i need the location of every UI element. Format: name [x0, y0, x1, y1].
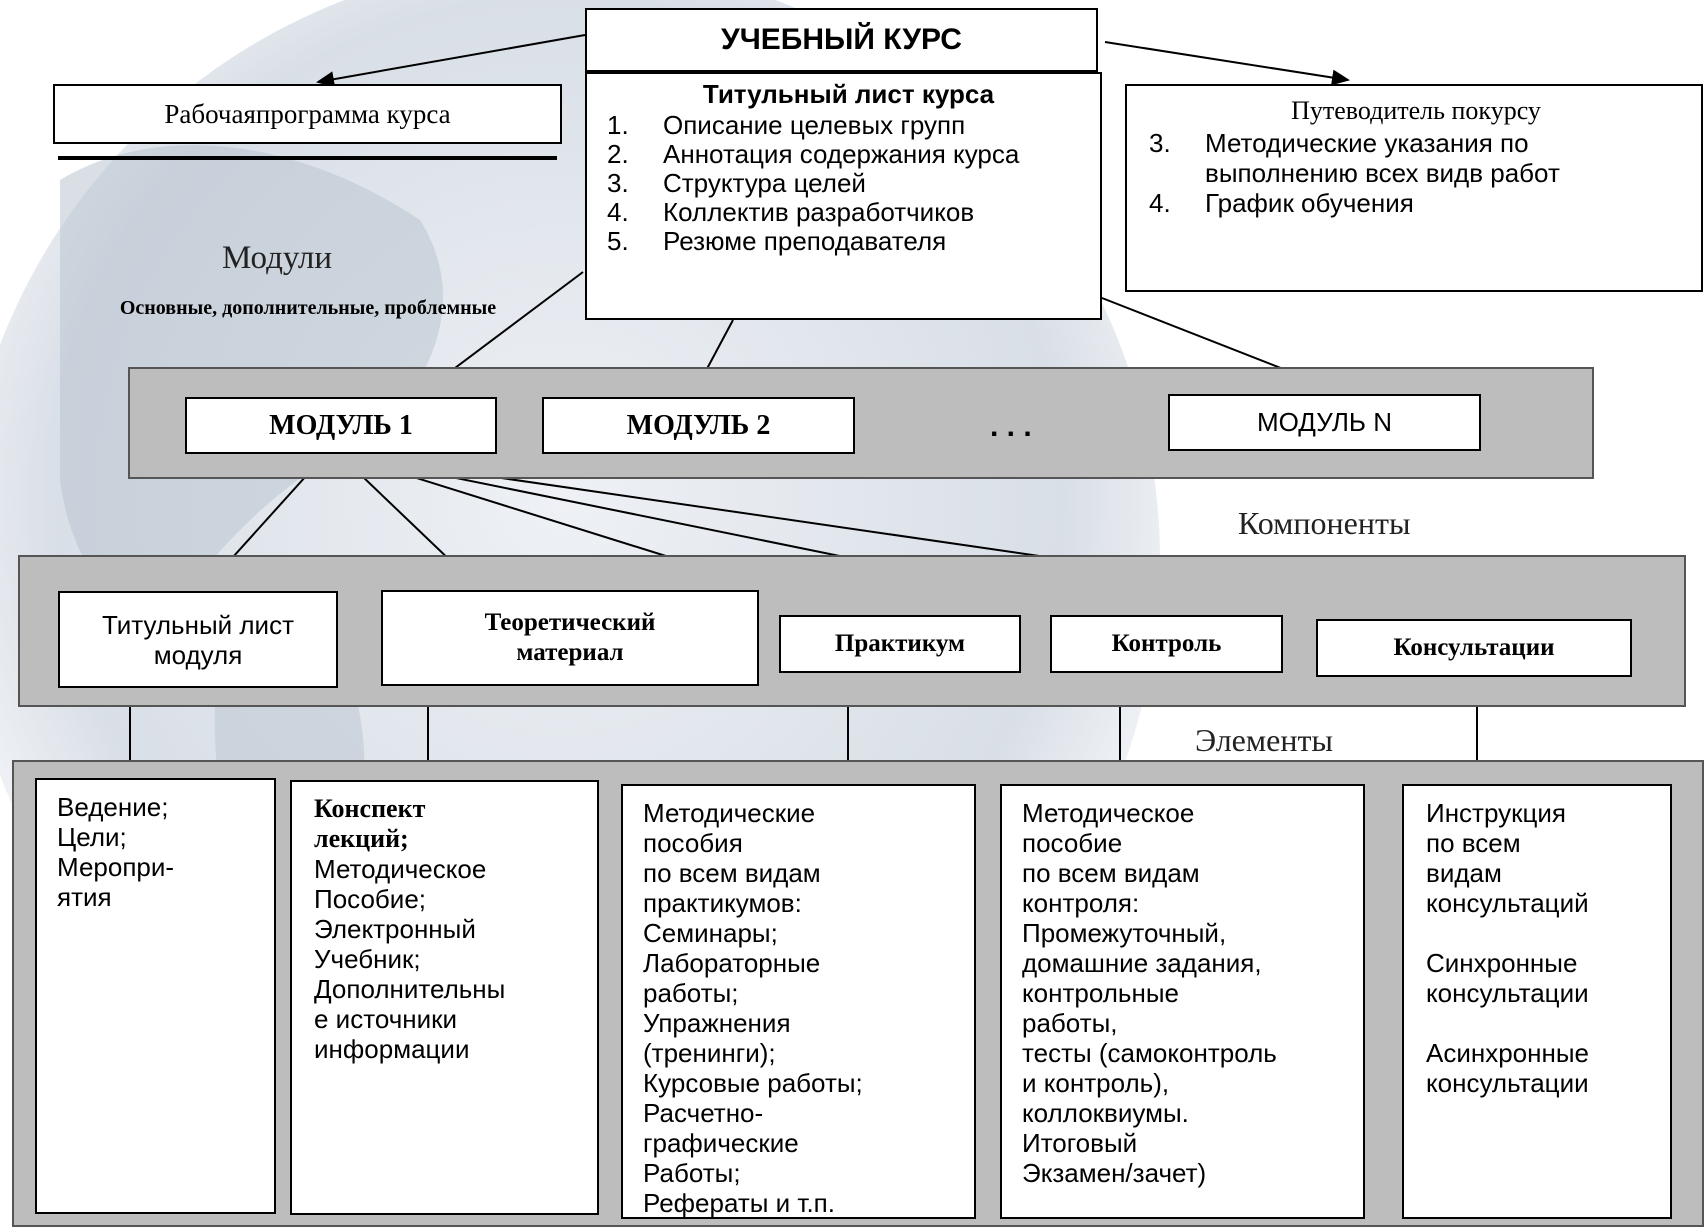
module-n-box: МОДУЛЬ N — [1168, 394, 1481, 451]
module-2-label: МОДУЛЬ 2 — [626, 409, 771, 441]
element-practicum-text: Методические пособия по всем видам практ… — [643, 798, 863, 1218]
element-theory-text: Методическое Пособие; Электронный Учебни… — [314, 854, 506, 1064]
module-2-box: МОДУЛЬ 2 — [542, 397, 855, 454]
element-theory: Конспект лекций; Методическое Пособие; Э… — [290, 780, 599, 1215]
arrow-course-to-guide — [1104, 41, 1350, 86]
element-consultations-text: Инструкция по всем видам консультаций Си… — [1426, 798, 1590, 1098]
list-item: 3.Методические указания по выполнению вс… — [1149, 128, 1560, 188]
list-item: 2.Аннотация содержания курса — [607, 139, 1020, 169]
guide-box: Путеводитель покурсу 3.Методические указ… — [1125, 84, 1703, 292]
component-theory-label: Теоретический материал — [484, 609, 656, 666]
component-practicum-label: Практикум — [834, 630, 966, 657]
title-sheet-box: Титульный лист курса 1.Описание целевых … — [585, 72, 1102, 320]
component-practicum: Практикум — [779, 615, 1021, 673]
work-program-label: Рабочаяпрограмма курса — [164, 98, 451, 129]
guide-heading: Путеводитель покурсу — [1291, 96, 1541, 125]
component-control-label: Контроль — [1111, 630, 1222, 657]
module-n-label: МОДУЛЬ N — [1257, 407, 1392, 437]
component-title-sheet: Титульный лист модуля — [58, 591, 338, 688]
modules-ellipsis: . . . — [990, 410, 1032, 443]
element-control-text: Методическое пособие по всем видам контр… — [1022, 798, 1277, 1188]
course-title: УЧЕБНЫЙ КУРС — [721, 23, 962, 56]
list-item: 3.Структура целей — [607, 168, 866, 198]
list-item: 4.Коллектив разработчиков — [607, 197, 975, 227]
course-title-box: УЧЕБНЫЙ КУРС — [585, 8, 1098, 72]
element-practicum: Методические пособия по всем видам практ… — [621, 784, 976, 1219]
title-sheet-list: 1.Описание целевых групп 2.Аннотация сод… — [607, 111, 1090, 256]
guide-list: 3.Методические указания по выполнению вс… — [1149, 128, 1683, 218]
arrow-course-to-program — [316, 34, 586, 88]
element-theory-bold: Конспект лекций; — [314, 794, 426, 853]
component-consultations-label: Консультации — [1393, 634, 1555, 661]
component-control: Контроль — [1050, 615, 1283, 673]
list-item: 1.Описание целевых групп — [607, 110, 966, 140]
list-item: 4.График обучения — [1149, 188, 1414, 218]
element-consultations: Инструкция по всем видам консультаций Си… — [1402, 784, 1672, 1219]
module-1-label: МОДУЛЬ 1 — [269, 409, 413, 441]
element-title-sheet: Ведение; Цели; Меропри- ятия — [35, 778, 276, 1214]
work-program-box: Рабочаяпрограмма курса — [53, 84, 562, 144]
element-control: Методическое пособие по всем видам контр… — [1000, 784, 1365, 1219]
component-title-sheet-label: Титульный лист модуля — [101, 609, 294, 670]
module-1-box: МОДУЛЬ 1 — [185, 397, 497, 454]
elements-label: Элементы — [1195, 722, 1333, 758]
title-sheet-heading: Титульный лист курса — [702, 79, 995, 109]
element-title-sheet-text: Ведение; Цели; Меропри- ятия — [57, 792, 175, 912]
components-label: Компоненты — [1238, 505, 1411, 541]
modules-label: Модули — [222, 240, 333, 276]
modules-sublabel: Основные, дополнительные, проблемные — [119, 297, 497, 319]
list-item: 5.Резюме преподавателя — [607, 226, 947, 256]
component-consultations: Консультации — [1316, 619, 1632, 677]
component-theory: Теоретический материал — [381, 590, 759, 686]
